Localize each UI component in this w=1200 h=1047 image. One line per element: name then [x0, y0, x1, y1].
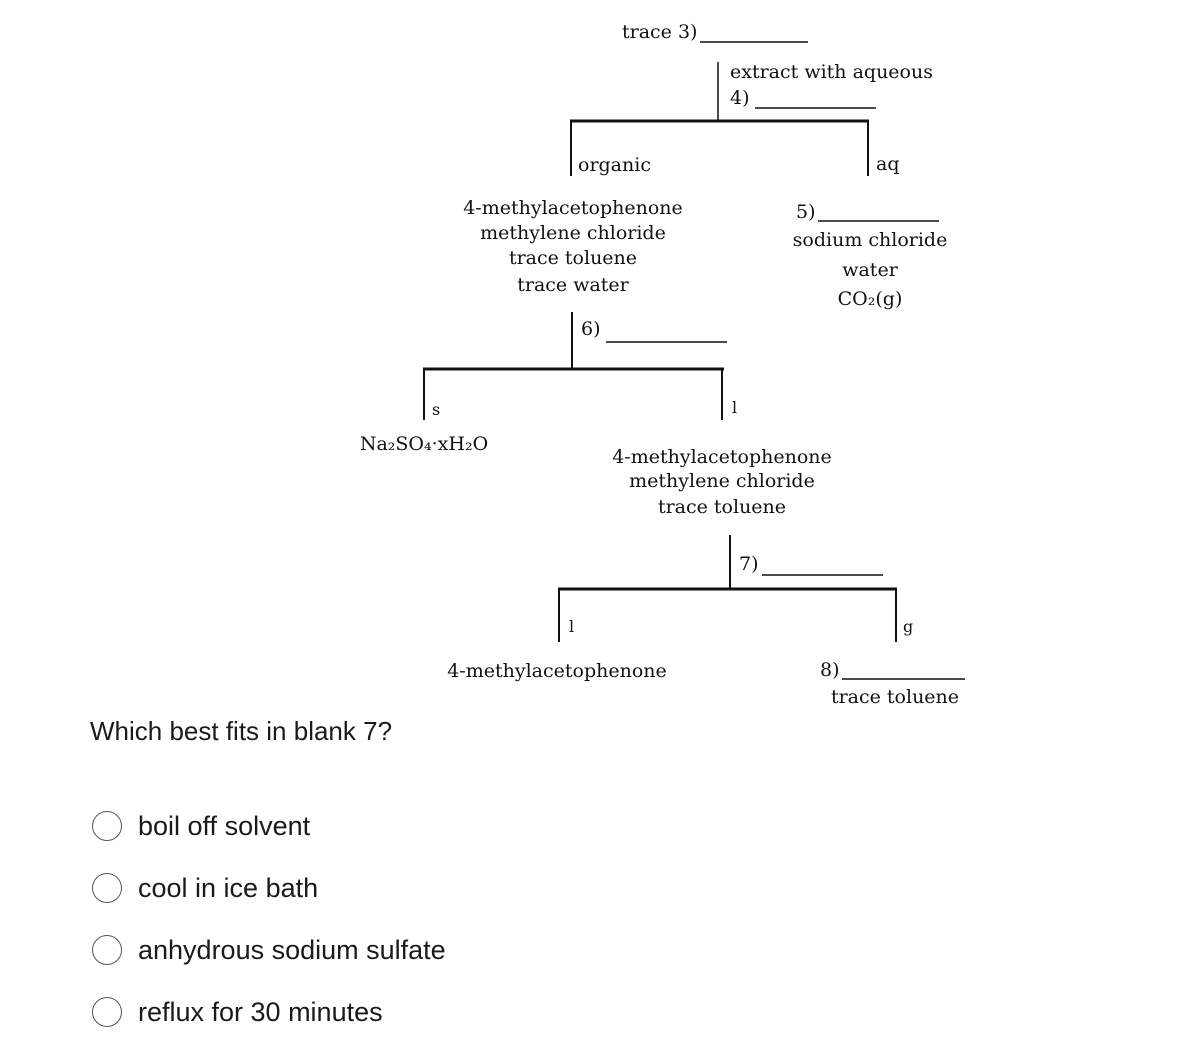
s-label: s — [432, 400, 440, 419]
blank-5-label: 5) — [796, 201, 816, 223]
radio-button[interactable] — [92, 935, 122, 965]
l-label: l — [732, 398, 737, 417]
blank-6-label: 6) — [581, 318, 601, 340]
option-anhydrous-sodium-sulfate[interactable]: anhydrous sodium sulfate — [92, 919, 446, 981]
l2-label: l — [569, 617, 574, 636]
extract-label: extract with aqueous — [730, 61, 933, 83]
radio-button[interactable] — [92, 997, 122, 1027]
option-reflux-30-minutes[interactable]: reflux for 30 minutes — [92, 981, 446, 1043]
question-text: Which best fits in blank 7? — [90, 716, 393, 746]
option-label: cool in ice bath — [138, 872, 319, 903]
aq-label: aq — [876, 153, 900, 175]
separation-flowchart: trace 3) extract with aqueous 4) organic… — [360, 21, 965, 708]
organic-label: organic — [578, 154, 651, 176]
aq-item-1: sodium chloride — [793, 229, 948, 251]
blank-4-label: 4) — [730, 87, 750, 109]
option-label: anhydrous sodium sulfate — [138, 934, 446, 965]
l-item-3: trace toluene — [658, 496, 786, 518]
trace-3-label: trace 3) — [622, 21, 697, 43]
aq-item-2: water — [842, 259, 898, 281]
organic-item-4: trace water — [517, 274, 629, 296]
l-item-2: methylene chloride — [629, 470, 815, 492]
aq-item-3: CO₂(g) — [838, 288, 903, 310]
organic-item-2: methylene chloride — [480, 222, 666, 244]
g-label: g — [903, 617, 913, 636]
radio-button[interactable] — [92, 873, 122, 903]
g-content: trace toluene — [831, 686, 959, 708]
l2-content: 4-methylacetophenone — [447, 660, 667, 682]
radio-button[interactable] — [92, 811, 122, 841]
blank-7-label: 7) — [739, 553, 759, 575]
option-cool-in-ice-bath[interactable]: cool in ice bath — [92, 857, 446, 919]
option-boil-off-solvent[interactable]: boil off solvent — [92, 795, 446, 857]
option-label: boil off solvent — [138, 810, 311, 841]
answer-options: boil off solvent cool in ice bath anhydr… — [92, 795, 446, 1043]
l-item-1: 4-methylacetophenone — [612, 446, 832, 468]
option-label: reflux for 30 minutes — [138, 996, 383, 1027]
s-content: Na₂SO₄·xH₂O — [360, 433, 488, 455]
blank-8-label: 8) — [820, 659, 840, 681]
organic-item-3: trace toluene — [509, 247, 637, 269]
organic-item-1: 4-methylacetophenone — [463, 197, 683, 219]
